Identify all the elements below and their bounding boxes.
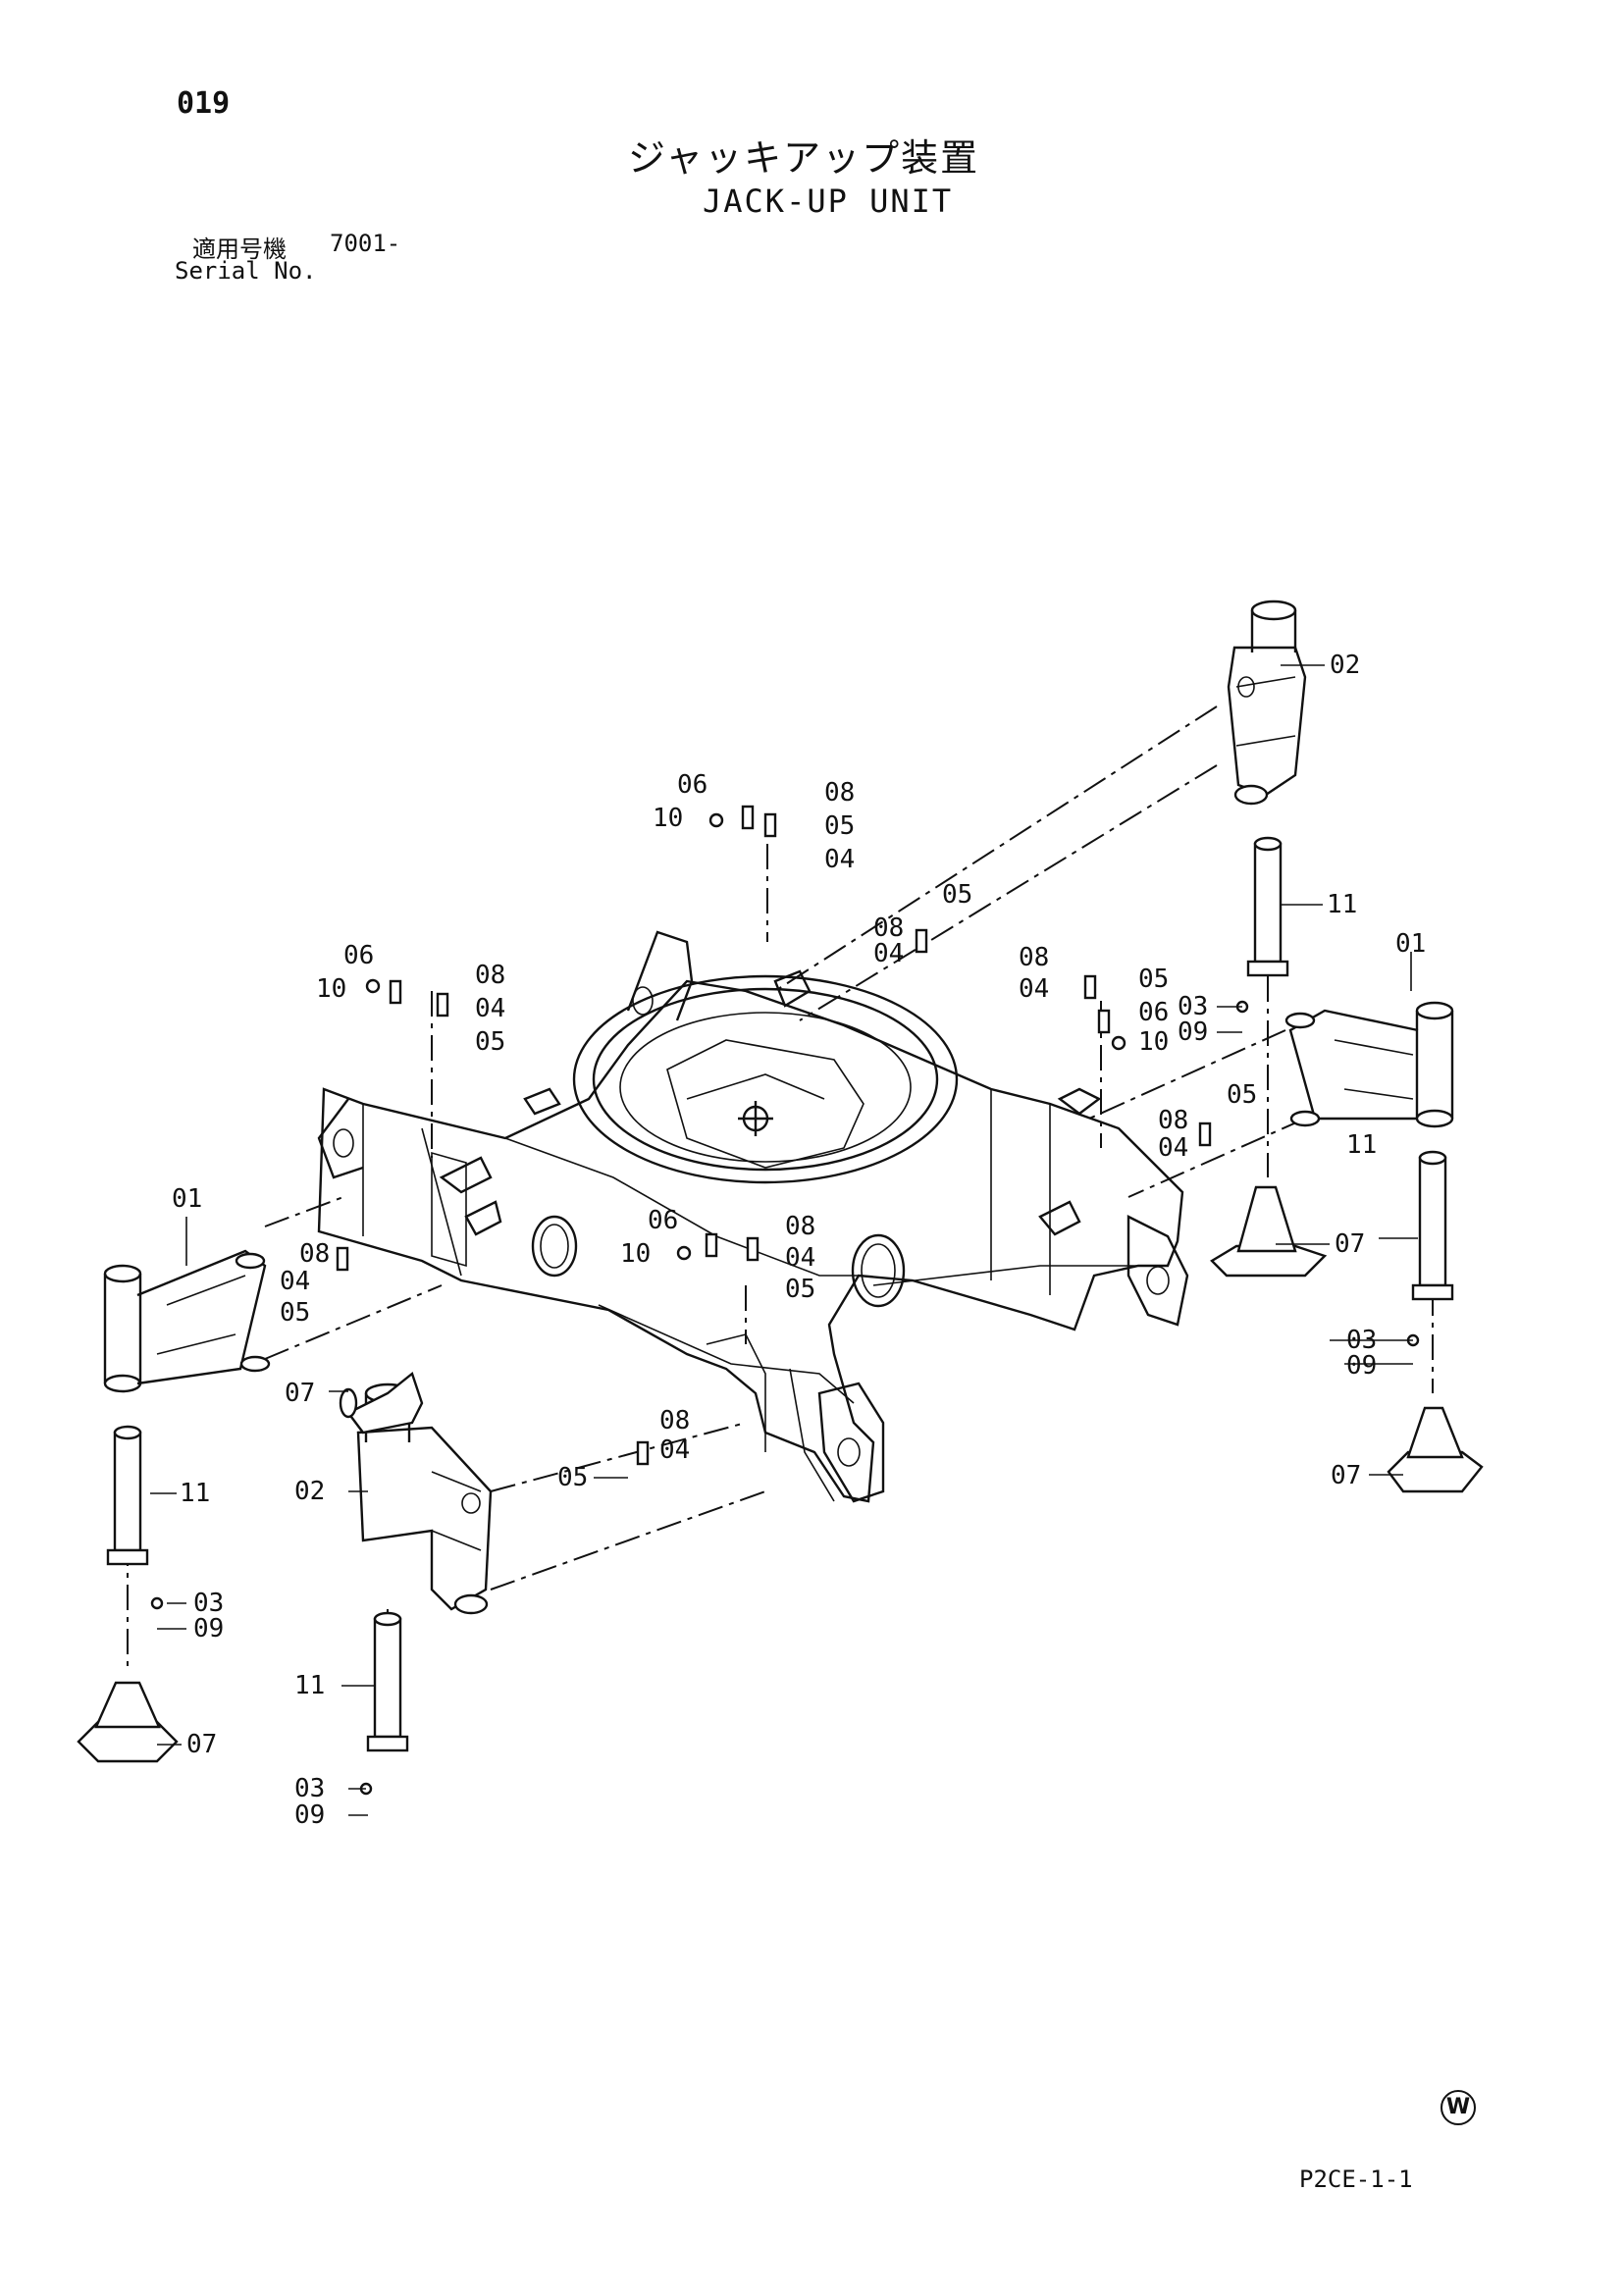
callout-08-mid-top: 08 (873, 913, 904, 943)
callout-05-top-center: 05 (824, 811, 855, 841)
callout-04-far-left: 04 (280, 1267, 310, 1296)
callout-02-left: 02 (294, 1477, 325, 1506)
carbody-frame (317, 930, 1189, 1503)
callout-03-right: 03 (1178, 992, 1208, 1021)
callout-09-left: 09 (193, 1614, 224, 1644)
callout-05-left-cluster: 05 (475, 1027, 505, 1057)
callout-08-left-cluster: 08 (475, 961, 505, 990)
callout-09-far-right: 09 (1346, 1351, 1377, 1381)
callout-03-lower: 03 (294, 1774, 325, 1803)
callout-05-right-side: 05 (1227, 1080, 1257, 1110)
callout-09-lower: 09 (294, 1800, 325, 1830)
page-number: 019 (177, 86, 231, 121)
callout-04-top-center: 04 (824, 845, 855, 874)
callout-08-right-cluster: 08 (1019, 943, 1049, 972)
outrigger-bracket-right (1284, 1001, 1454, 1128)
callout-05-mid-top: 05 (942, 880, 972, 910)
callout-02-top: 02 (1330, 651, 1360, 680)
callout-07-far-right: 07 (1331, 1461, 1361, 1490)
jack-shoes (77, 1185, 1484, 1763)
jack-bracket-top (1227, 600, 1307, 806)
callout-05-far-left: 05 (280, 1298, 310, 1328)
callout-10-right-cluster: 10 (1138, 1027, 1169, 1057)
callout-06-right-cluster: 06 (1138, 998, 1169, 1027)
w-mark-circle: W (1441, 2090, 1476, 2125)
callout-01-left: 01 (172, 1184, 202, 1214)
callout-08-center: 08 (785, 1212, 815, 1241)
callout-04-right-cluster: 04 (1019, 974, 1049, 1004)
callout-08-far-left: 08 (299, 1239, 330, 1269)
callout-11-lower: 11 (294, 1671, 325, 1700)
jack-cylinders (106, 836, 1454, 1752)
callout-03-left: 03 (193, 1589, 224, 1618)
serial-number-value: 7001- (330, 230, 401, 257)
callout-10-left-cluster: 10 (316, 974, 346, 1004)
callout-03-far-right: 03 (1346, 1326, 1377, 1355)
callout-07-lower-left: 07 (285, 1379, 315, 1408)
callout-04-bottom: 04 (659, 1435, 690, 1465)
serial-label-japanese: 適用号機 (192, 235, 287, 263)
callout-04-mid-top: 04 (873, 939, 904, 968)
callout-07-right: 07 (1335, 1229, 1365, 1259)
callout-04-center: 04 (785, 1243, 815, 1273)
callout-06-center: 06 (648, 1206, 678, 1235)
callout-01-right: 01 (1395, 929, 1426, 959)
callout-05-center: 05 (785, 1275, 815, 1304)
callout-11-right-cyl: 11 (1346, 1130, 1377, 1160)
callout-06-top-center: 06 (677, 770, 707, 800)
callout-06-left-cluster: 06 (343, 941, 374, 970)
leader-lines (150, 664, 1418, 1816)
callout-04-left-cluster: 04 (475, 994, 505, 1023)
serial-label-english: Serial No. (175, 257, 317, 285)
callout-08-right-side: 08 (1158, 1106, 1188, 1135)
callout-11-top: 11 (1327, 890, 1357, 919)
page-code: P2CE-1-1 (1299, 2166, 1413, 2193)
callout-08-top-center: 08 (824, 778, 855, 808)
callout-10-top-center: 10 (653, 804, 683, 833)
callout-09-right: 09 (1178, 1018, 1208, 1047)
callout-labels: 02 11 01 03 09 07 11 11 03 09 07 01 11 0… (172, 651, 1426, 1830)
small-hardware (150, 805, 1420, 1796)
callout-07-left: 07 (186, 1730, 217, 1759)
callout-10-center: 10 (620, 1239, 651, 1269)
outrigger-bracket-left (103, 1249, 271, 1393)
alignment-lines (127, 705, 1434, 1688)
callout-04-right-side: 04 (1158, 1133, 1188, 1163)
callout-08-bottom: 08 (659, 1406, 690, 1435)
title-english: JACK-UP UNIT (703, 183, 954, 220)
callout-05-bottom: 05 (557, 1463, 588, 1492)
callout-11-left: 11 (180, 1479, 210, 1508)
callout-05-right-cluster: 05 (1138, 965, 1169, 994)
title-japanese: ジャッキアップ装置 (628, 136, 980, 180)
